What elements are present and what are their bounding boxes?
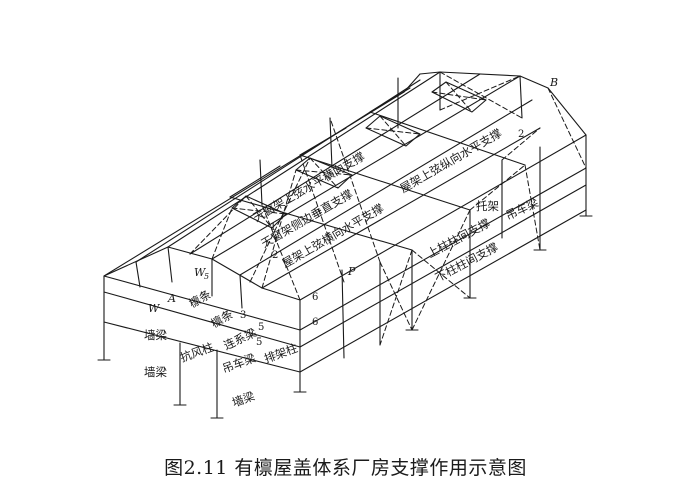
num-2b: 2 — [518, 129, 524, 140]
longitudinal-members — [103, 71, 587, 373]
label-crane-beam-right: 吊车梁 — [503, 195, 541, 222]
letter-p: P — [347, 265, 356, 278]
label-purlin-1: 檩条 — [187, 287, 214, 311]
label-wall-beam-2: 墙梁 — [144, 365, 167, 379]
rear-gable-frame — [403, 71, 587, 251]
num-1: 1 — [270, 222, 276, 233]
num-6b: 6 — [312, 317, 318, 328]
label-tie-beam: 连系梁 — [221, 325, 259, 352]
label-wall-beam-1: 墙梁 — [144, 328, 167, 342]
num-3: 3 — [240, 310, 246, 321]
label-skylight-side-vertical: 天窗架侧边垂直支撑 — [259, 186, 356, 250]
letter-w5: W — [194, 266, 207, 279]
num-5a: 5 — [258, 322, 264, 333]
front-gable-frame — [103, 246, 301, 419]
label-truss-girder: 托架 — [476, 199, 499, 213]
letter-w5-sub: 5 — [204, 272, 209, 281]
label-wall-beam-3: 墙梁 — [230, 389, 257, 410]
num-2a: 2 — [272, 250, 278, 261]
num-5b: 5 — [256, 337, 262, 348]
ground-ticks — [97, 215, 593, 419]
label-bent-column: 排架柱 — [262, 341, 300, 366]
intermediate-frames — [229, 77, 526, 359]
letter-b: B — [549, 76, 558, 89]
letter-w: W — [148, 302, 161, 315]
figure-caption: 图2.11 有檩屋盖体系厂房支撑作用示意图 — [164, 457, 527, 479]
letter-a: A — [167, 292, 176, 305]
label-purlin-2: 檩条 — [209, 307, 236, 331]
label-wind-column: 抗风柱 — [178, 340, 216, 365]
bracing-dashed — [189, 71, 587, 346]
label-roof-longitudinal: 屋架上弦纵向水平支撑 — [398, 126, 505, 196]
num-6a: 6 — [312, 292, 318, 303]
label-crane-beam-left: 吊车梁 — [220, 351, 258, 376]
